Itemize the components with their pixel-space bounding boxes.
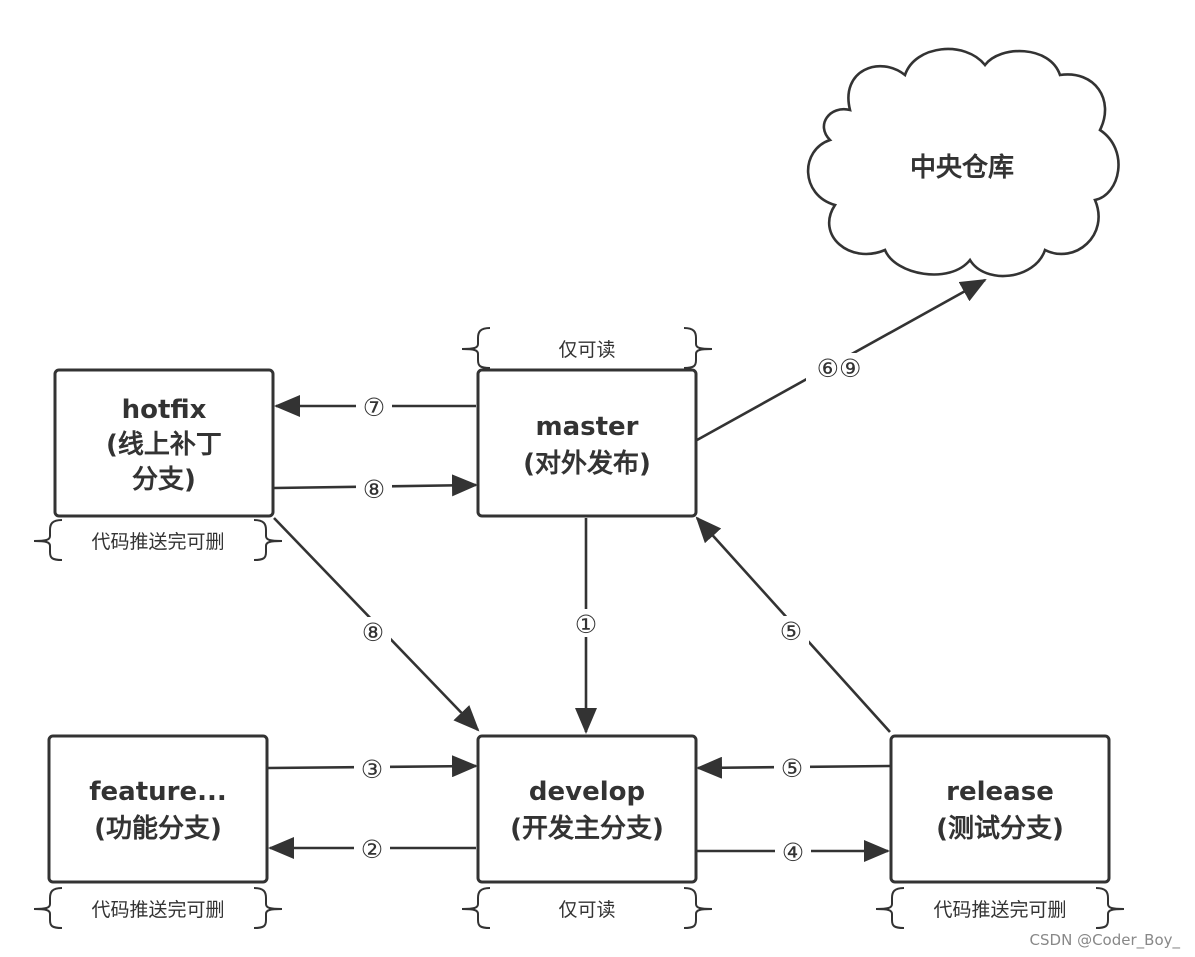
- step-label-hotfix-to-develop: ⑧: [362, 618, 384, 647]
- node-develop: develop (开发主分支): [476, 734, 698, 884]
- node-release: release (测试分支): [889, 734, 1111, 884]
- node-develop-subtitle: (开发主分支): [510, 813, 664, 844]
- node-feature-subtitle: (功能分支): [94, 813, 222, 844]
- node-feature-title: feature...: [89, 777, 227, 807]
- cloud-label: 中央仓库: [910, 152, 1014, 183]
- note-master-text: 仅可读: [558, 339, 615, 361]
- note-feature-text: 代码推送完可删: [91, 899, 224, 921]
- node-master: master (对外发布): [476, 368, 698, 518]
- step-labels: ⑦ ⑧ ⑧ ① ⑤ ⑥⑨ ③ ② ⑤ ④: [354, 353, 872, 867]
- node-master-title: master: [536, 412, 639, 442]
- central-repo-cloud: 中央仓库: [806, 47, 1120, 278]
- note-hotfix: 代码推送完可删: [33, 519, 283, 561]
- step-label-develop-to-feature: ②: [361, 835, 383, 864]
- note-hotfix-text: 代码推送完可删: [91, 531, 224, 553]
- node-develop-title: develop: [529, 777, 645, 807]
- node-feature: feature... (功能分支): [47, 734, 269, 884]
- node-hotfix-title: hotfix: [122, 395, 207, 425]
- step-label-feature-to-develop: ③: [361, 755, 383, 784]
- watermark: CSDN @Coder_Boy_: [1030, 931, 1181, 950]
- node-master-subtitle: (对外发布): [523, 448, 651, 479]
- node-hotfix-subtitle-1: (线上补丁: [106, 430, 222, 460]
- note-develop-text: 仅可读: [558, 899, 615, 921]
- note-master: 仅可读: [461, 327, 713, 369]
- step-label-master-to-develop: ①: [575, 610, 597, 639]
- node-hotfix-subtitle-2: 分支): [132, 465, 196, 495]
- note-release-text: 代码推送完可删: [933, 899, 1066, 921]
- note-feature: 代码推送完可删: [33, 887, 283, 929]
- step-label-release-to-develop: ⑤: [781, 754, 803, 783]
- step-label-release-to-master: ⑤: [780, 617, 802, 646]
- step-label-master-to-cloud: ⑥⑨: [817, 354, 862, 383]
- note-develop: 仅可读: [461, 887, 713, 929]
- step-label-hotfix-to-master: ⑧: [363, 475, 385, 504]
- node-release-subtitle: (测试分支): [936, 814, 1064, 844]
- node-hotfix: hotfix (线上补丁 分支): [53, 368, 275, 518]
- step-label-master-to-hotfix: ⑦: [363, 393, 385, 422]
- note-release: 代码推送完可删: [875, 887, 1125, 929]
- step-label-develop-to-release: ④: [782, 838, 804, 867]
- node-release-title: release: [946, 777, 1054, 807]
